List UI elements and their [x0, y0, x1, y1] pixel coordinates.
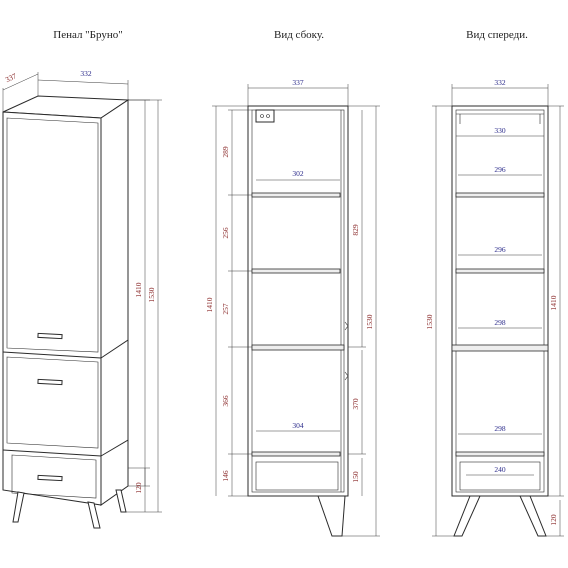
front-divider	[451, 344, 549, 352]
front-shelf-4-label: 298	[494, 424, 506, 433]
front-view: 332 330 296 296 298 298 240 1530 1410 12…	[425, 78, 564, 537]
front-height-body-label: 1410	[549, 295, 558, 310]
side-shelf-depth-top-label: 302	[292, 169, 304, 178]
side-wall-bracket	[255, 109, 275, 123]
front-shelf-1	[455, 192, 545, 198]
side-view: 337 289 256 257 366 146 1410 302 304 829…	[205, 78, 380, 537]
side-shelf-3	[251, 344, 345, 351]
front-shelf-1-label: 296	[494, 165, 506, 174]
front-shelf-2	[455, 268, 545, 274]
iso-depth-label: 337	[4, 71, 18, 84]
front-body	[451, 105, 549, 497]
title-front-view: Вид спереди.	[466, 29, 528, 41]
side-body	[247, 105, 349, 497]
side-leg	[317, 495, 346, 537]
iso-side-face	[100, 99, 129, 506]
iso-leg-height-label: 120	[134, 482, 143, 494]
side-drawer-height-label: 150	[351, 471, 360, 483]
side-height-total-label: 1530	[365, 314, 374, 329]
iso-drawer-handle	[37, 474, 63, 482]
side-gap-4-label: 366	[221, 395, 230, 407]
side-hinge-1	[344, 321, 349, 331]
front-shelf-4	[455, 451, 545, 457]
side-height-body-label: 1410	[205, 297, 214, 312]
side-gap-5-label: 146	[221, 470, 230, 482]
side-gap-1-label: 289	[221, 146, 230, 158]
title-main: Пенал "Бруно"	[53, 29, 122, 41]
front-leg-left	[453, 495, 481, 537]
iso-width-label: 332	[80, 69, 92, 78]
iso-lower-door	[6, 356, 99, 449]
title-side-view: Вид сбоку.	[274, 29, 324, 41]
iso-drawer-front	[11, 454, 97, 499]
iso-door-handle-lower	[37, 378, 63, 386]
side-width-label: 337	[292, 78, 304, 87]
iso-height-total-label: 1530	[147, 287, 156, 302]
front-width-outer-label: 332	[494, 78, 506, 87]
side-shelf-2	[251, 268, 341, 274]
front-drawer-width-label: 240	[494, 465, 506, 474]
front-width-inner-label: 330	[494, 126, 506, 135]
iso-front-face	[2, 111, 102, 506]
iso-door-handle	[37, 332, 63, 340]
front-leg-height-label: 120	[549, 514, 558, 526]
iso-leg-front-right	[87, 501, 101, 529]
front-height-total-label: 1530	[425, 314, 434, 329]
side-upper-section-label: 829	[351, 224, 360, 236]
side-lower-section-label: 370	[351, 398, 360, 410]
iso-leg-back-right	[115, 489, 127, 513]
iso-leg-front-left	[12, 491, 25, 523]
side-shelf-depth-bottom-label: 304	[292, 421, 304, 430]
front-shelf-2-label: 296	[494, 245, 506, 254]
iso-height-body-label: 1410	[134, 282, 143, 297]
side-shelf-1	[251, 192, 341, 198]
side-hinge-2	[344, 371, 349, 381]
side-shelf-4	[251, 451, 341, 457]
side-drawer	[255, 461, 339, 491]
iso-upper-door	[6, 117, 99, 353]
isometric-view: 337 332 1410 1530 120	[2, 69, 162, 529]
side-gap-3-label: 257	[221, 303, 230, 315]
side-gap-2-label: 256	[221, 227, 230, 239]
front-shelf-3-label: 298	[494, 318, 506, 327]
front-drawer	[459, 461, 541, 491]
front-leg-right	[519, 495, 547, 537]
